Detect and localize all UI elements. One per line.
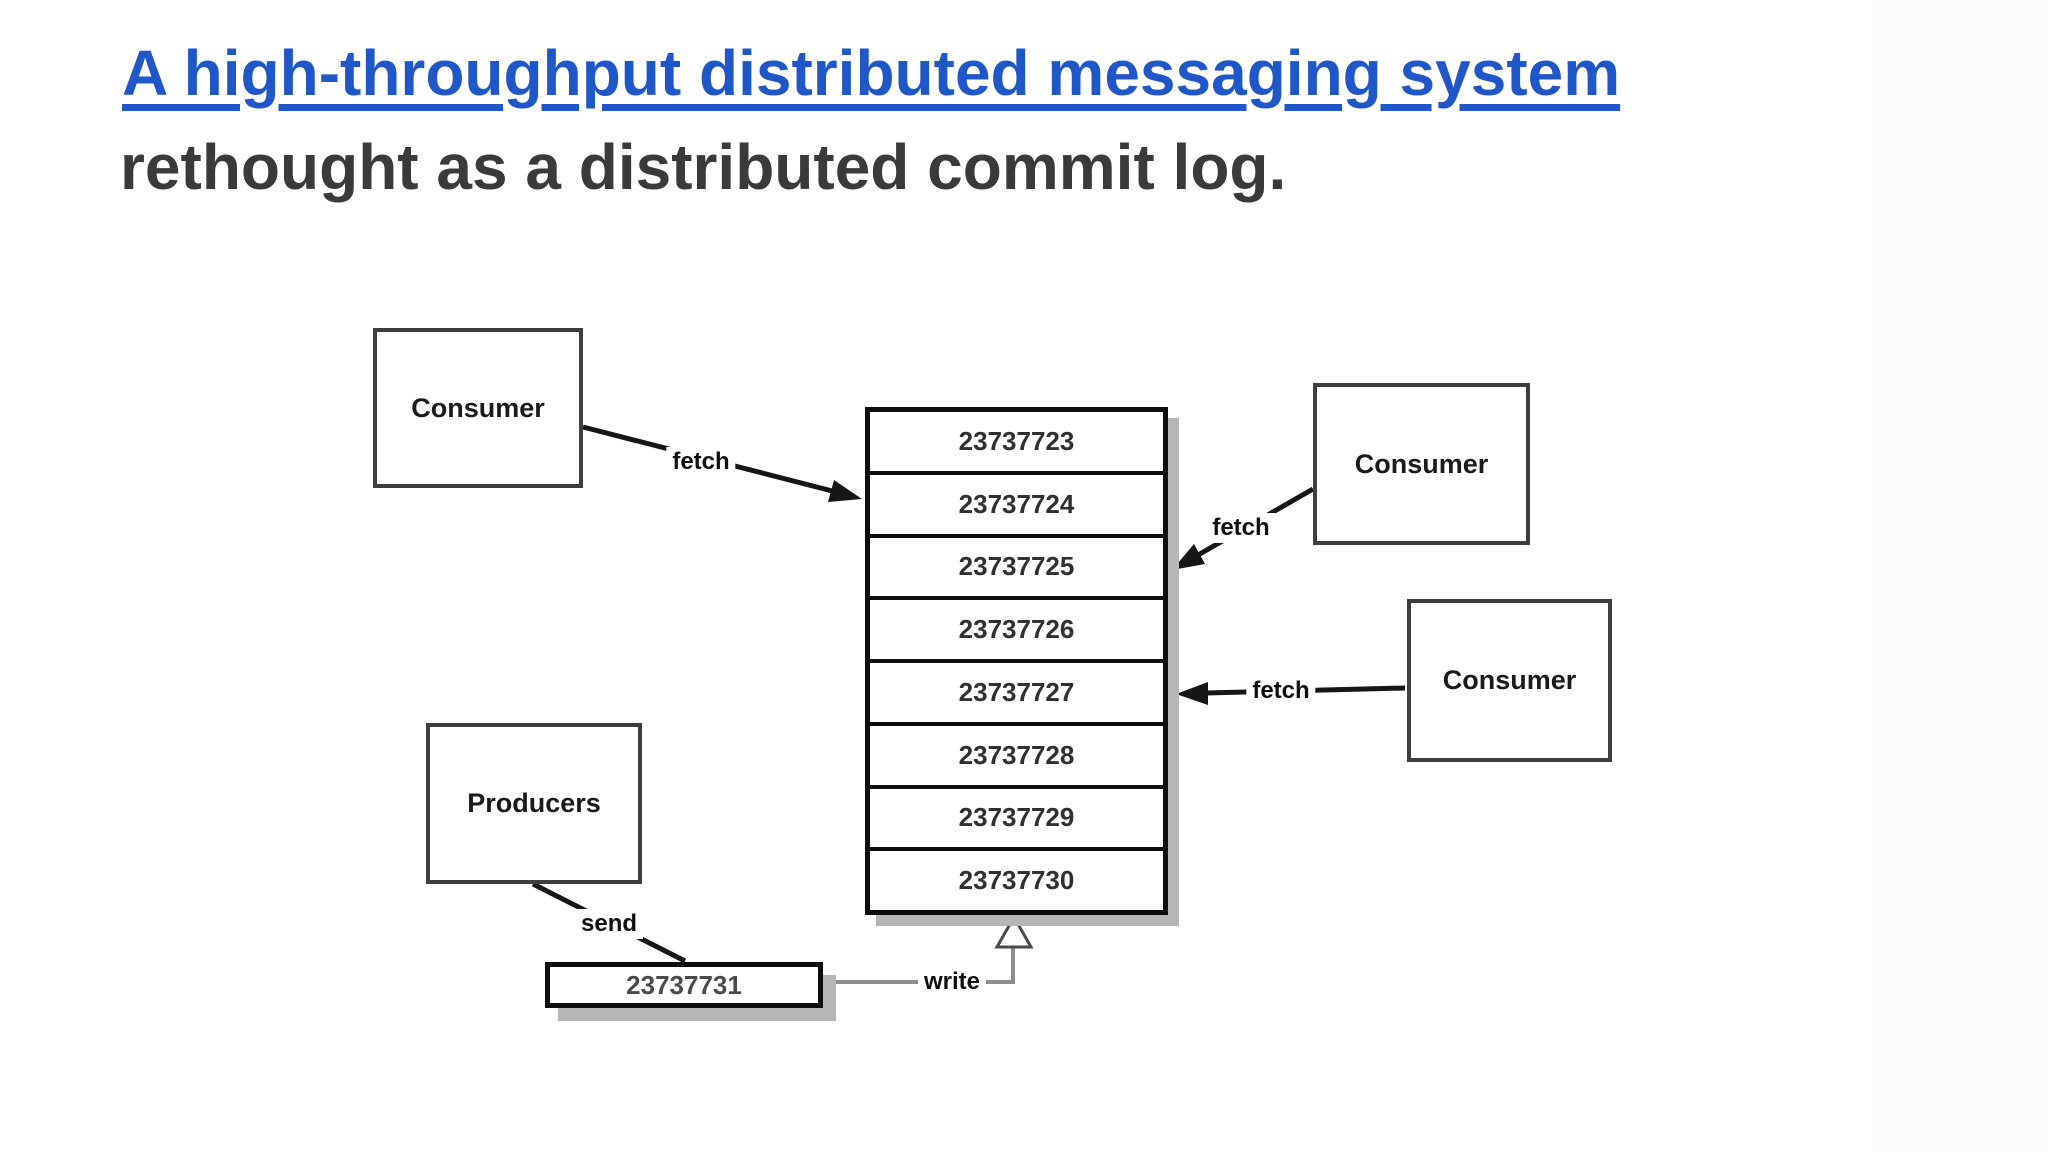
incoming-message-value: 23737731 [626, 969, 742, 1000]
consumer-box-right: Consumer [1407, 599, 1612, 762]
log-entry: 23737725 [870, 537, 1163, 601]
consumer-box-right-label: Consumer [1442, 665, 1577, 695]
producers-box-label: Producers [467, 788, 601, 818]
log-entry: 23737726 [870, 600, 1163, 663]
send-label: send [574, 909, 644, 939]
fetch-label-right: fetch [1246, 676, 1316, 706]
write-label: write [917, 967, 987, 997]
log-entry: 23737724 [870, 474, 1163, 538]
consumer-box-top-right-label: Consumer [1354, 448, 1489, 479]
consumer-box-top-left-label: Consumer [411, 392, 545, 423]
slide-title-link: A high-throughput distributed messaging … [122, 37, 1621, 109]
commit-log-stack: 23737723 23737724 23737725 23737726 2373… [865, 407, 1168, 915]
incoming-message-box: 23737731 [545, 962, 823, 1008]
hollow-triangle-arrowhead [994, 913, 1034, 949]
slide-right-margin [1873, 0, 2048, 1152]
log-entry: 23737723 [870, 412, 1163, 475]
producers-box: Producers [426, 723, 642, 884]
consumer-box-top-right: Consumer [1313, 383, 1530, 545]
log-entry: 23737730 [870, 851, 1163, 910]
consumer-box-top-left: Consumer [373, 328, 583, 488]
fetch-label-top-left: fetch [666, 447, 736, 477]
log-entry: 23737729 [870, 788, 1163, 852]
slide-subtitle: rethought as a distributed commit log. [120, 131, 1287, 203]
fetch-label-top-right: fetch [1206, 513, 1276, 543]
log-entry: 23737727 [870, 663, 1163, 726]
log-entry: 23737728 [870, 725, 1163, 789]
